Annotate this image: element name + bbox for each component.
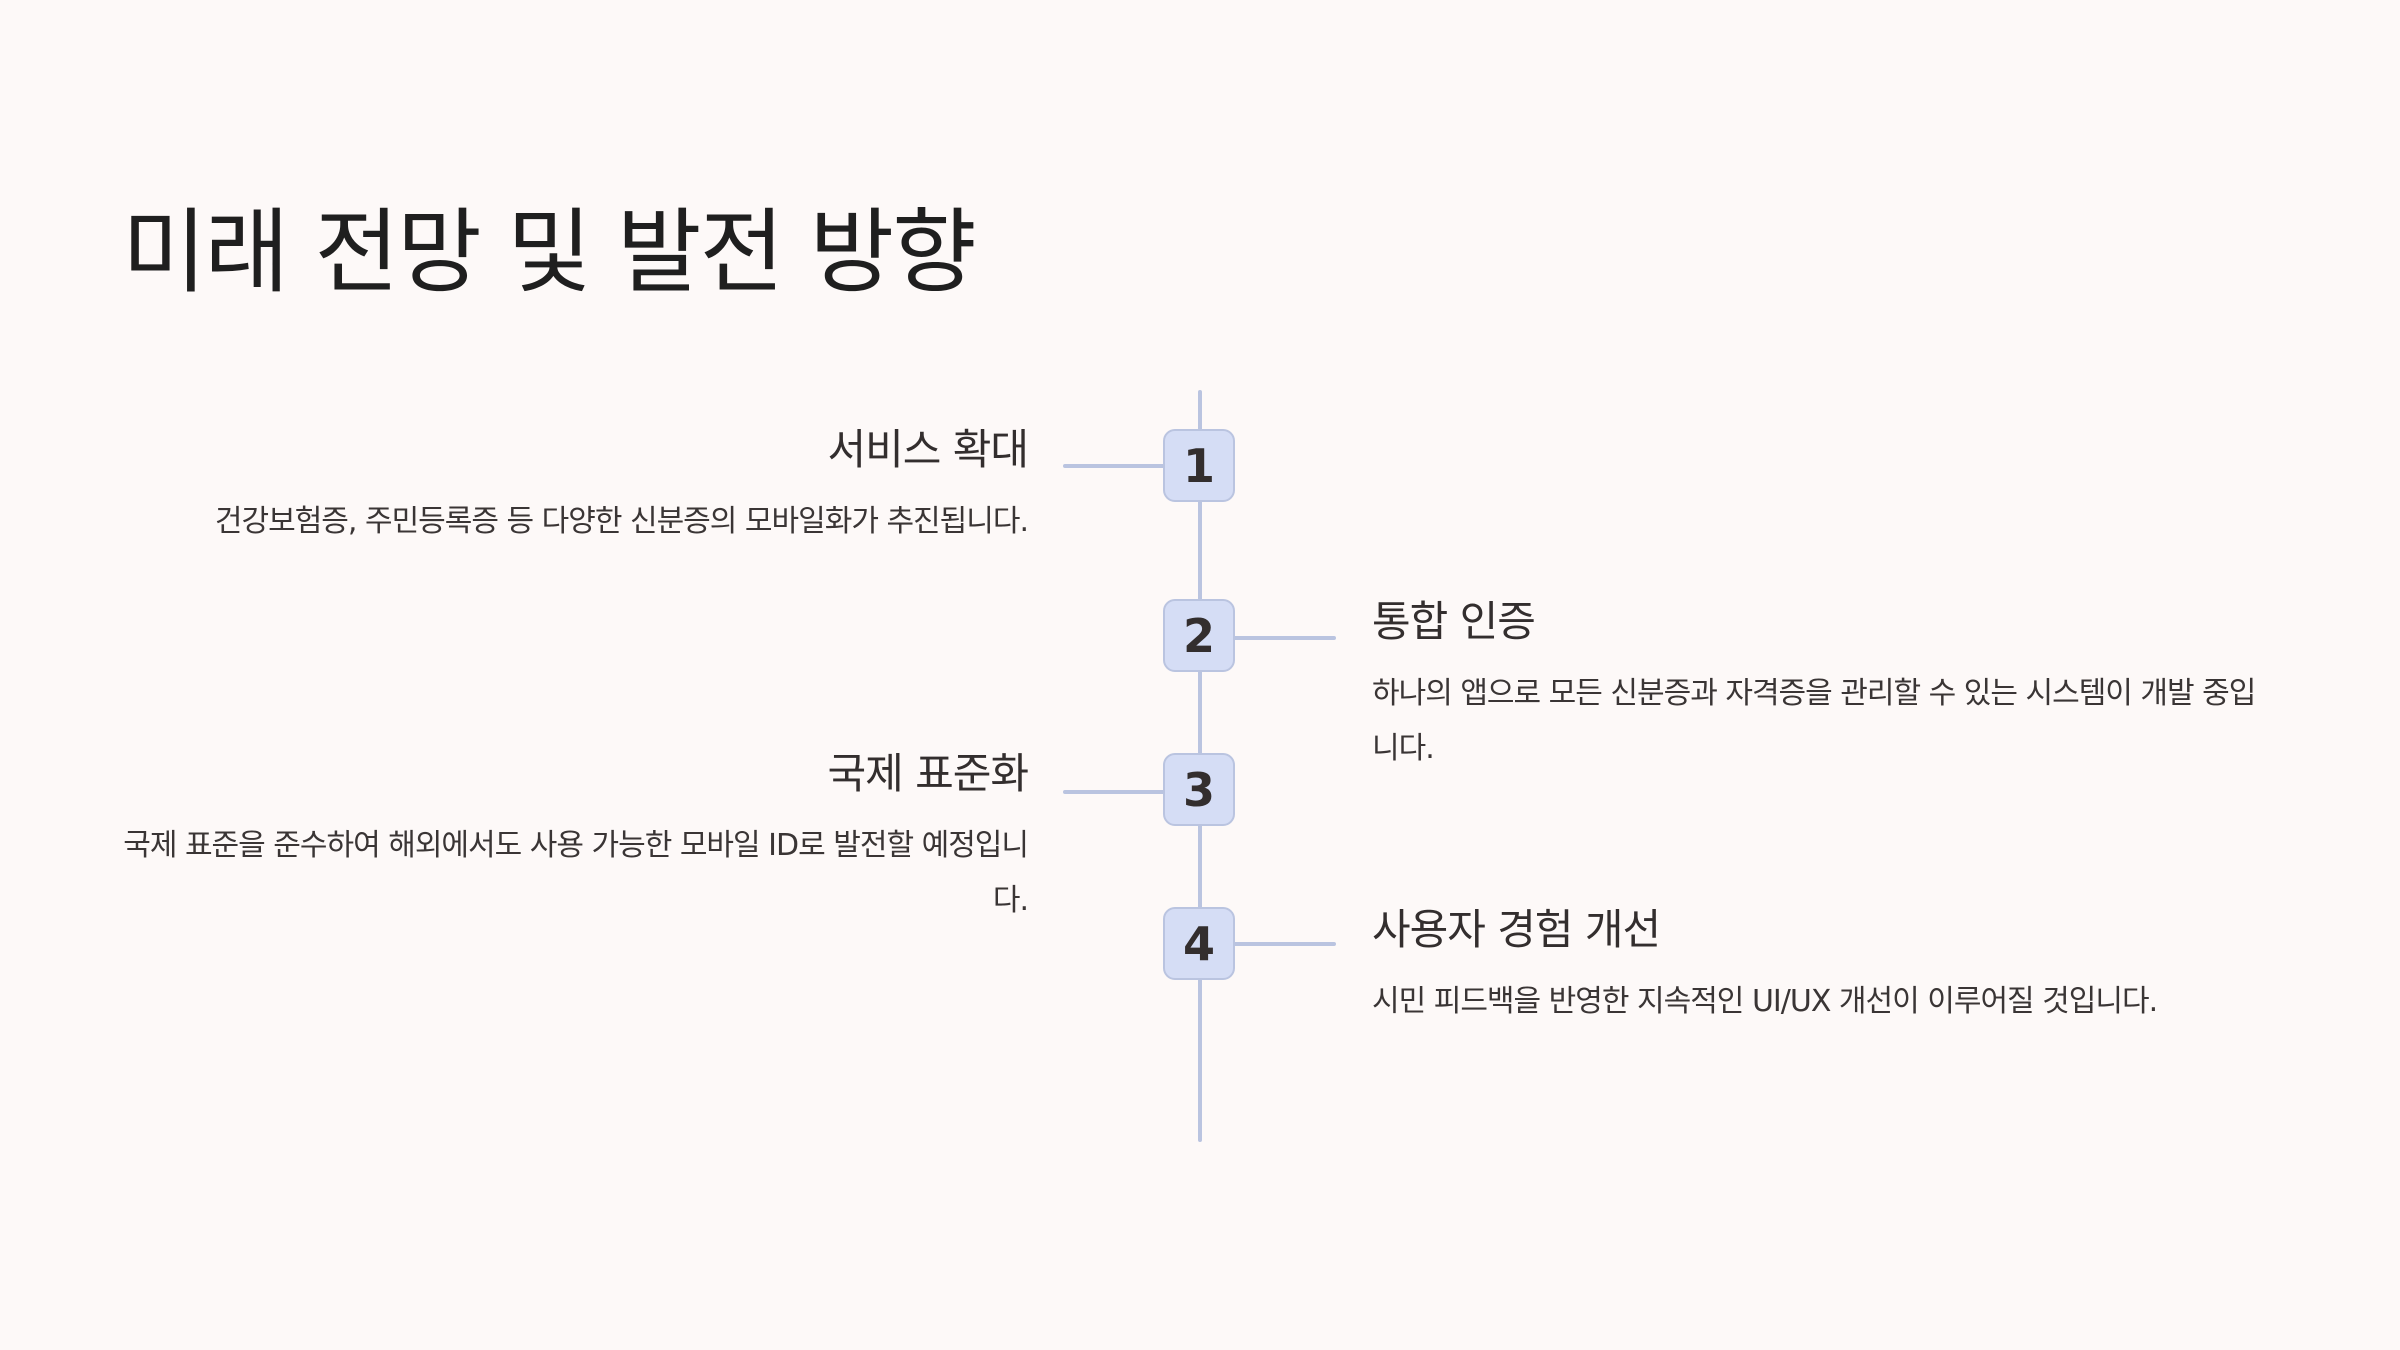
- step-number: 4: [1182, 916, 1215, 971]
- item-description: 건강보험증, 주민등록증 등 다양한 신분증의 모바일화가 추진됩니다.: [214, 504, 1029, 539]
- connector-1: [1063, 464, 1167, 468]
- timeline-item-integrated-auth: 통합 인증 하나의 앱으로 모든 신분증과 자격증을 관리할 수 있는 시스템이…: [1372, 594, 2272, 776]
- item-description: 하나의 앱으로 모든 신분증과 자격증을 관리할 수 있는 시스템이 개발 중입…: [1372, 676, 2256, 766]
- connector-4: [1232, 942, 1336, 946]
- timeline-item-ux-improvement: 사용자 경험 개선 시민 피드백을 반영한 지속적인 UI/UX 개선이 이루어…: [1372, 902, 2272, 1029]
- item-heading: 국제 표준화: [827, 749, 1029, 798]
- step-number: 2: [1182, 608, 1215, 663]
- connector-3: [1063, 790, 1167, 794]
- step-marker-4: 4: [1163, 907, 1235, 980]
- item-description: 시민 피드백을 반영한 지속적인 UI/UX 개선이 이루어질 것입니다.: [1372, 984, 2158, 1019]
- item-heading: 통합 인증: [1372, 597, 1536, 646]
- item-heading: 서비스 확대: [827, 425, 1029, 474]
- item-heading: 사용자 경험 개선: [1372, 905, 1661, 954]
- step-marker-3: 3: [1163, 753, 1235, 826]
- connector-2: [1232, 636, 1336, 640]
- page-title: 미래 전망 및 발전 방향: [122, 199, 977, 306]
- step-marker-2: 2: [1163, 599, 1235, 672]
- step-number: 3: [1182, 762, 1215, 817]
- timeline-item-international-standard: 국제 표준화 국제 표준을 준수하여 해외에서도 사용 가능한 모바일 ID로 …: [98, 746, 1029, 928]
- step-number: 1: [1182, 438, 1215, 493]
- timeline-item-service-expansion: 서비스 확대 건강보험증, 주민등록증 등 다양한 신분증의 모바일화가 추진됩…: [98, 422, 1029, 549]
- step-marker-1: 1: [1163, 429, 1235, 502]
- item-description: 국제 표준을 준수하여 해외에서도 사용 가능한 모바일 ID로 발전할 예정입…: [123, 828, 1029, 918]
